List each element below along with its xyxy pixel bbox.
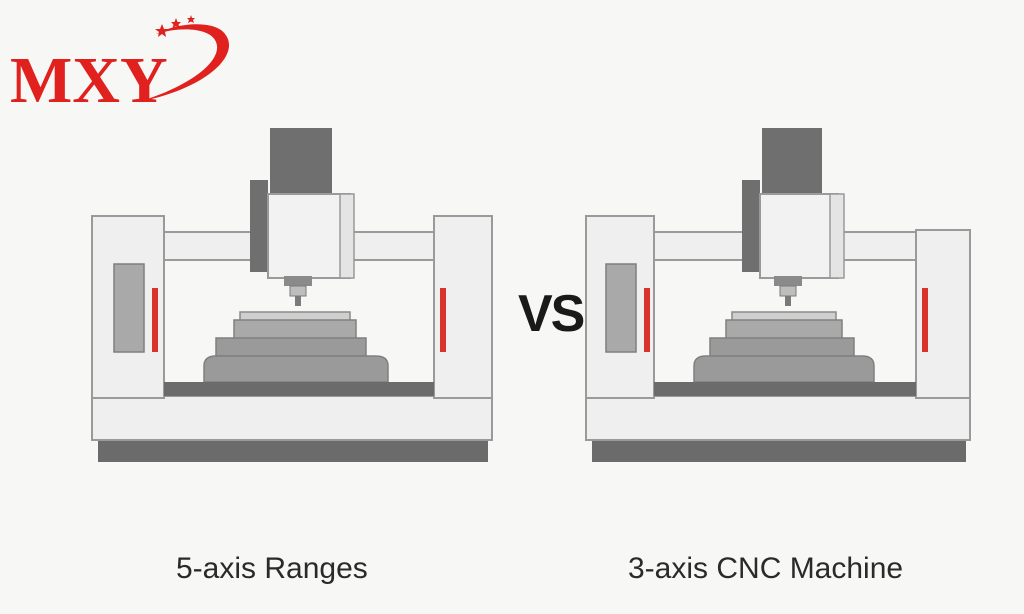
mxy-logo-icon: MXY: [10, 15, 230, 110]
caption-3-axis: 3-axis CNC Machine: [628, 552, 904, 585]
cnc-machine-3axis: [585, 128, 971, 462]
caption-5-axis: 5-axis Ranges: [176, 552, 368, 585]
cnc-machine-5axis: [91, 128, 493, 462]
logo-text: MXY: [10, 44, 168, 110]
vs-label: VS: [518, 285, 585, 343]
